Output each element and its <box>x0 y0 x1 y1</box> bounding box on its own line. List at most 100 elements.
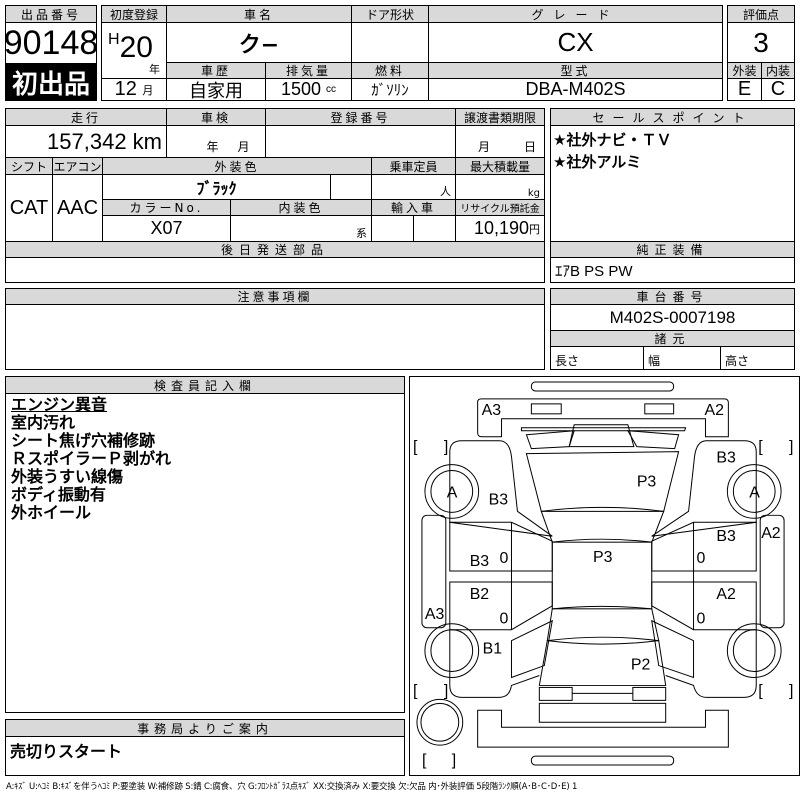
cc-unit: cc <box>326 84 337 95</box>
year-unit: 年 <box>206 140 219 154</box>
load-label: 最大積載量 <box>455 157 545 175</box>
grade: CX <box>428 22 723 63</box>
grade-label: グレード <box>428 5 723 23</box>
mileage-label: 走行 <box>5 108 167 126</box>
office-label: 事務局よりご案内 <box>5 719 405 737</box>
svg-text:[: [ <box>413 682 418 699</box>
height-label: 高さ <box>720 346 795 370</box>
equipment-label: 純正装備 <box>550 241 795 258</box>
sales-label: セールスポイント <box>550 108 795 126</box>
score-label: 評価点 <box>727 5 795 23</box>
later-parts-value <box>5 257 545 283</box>
svg-text:]: ] <box>789 682 793 699</box>
inspection-label: 車検 <box>166 108 266 126</box>
svg-text:[: [ <box>758 682 763 699</box>
spec-label: 諸元 <box>550 330 795 347</box>
capacity-label: 乗車定員 <box>371 157 456 175</box>
damage-mark: 0 <box>500 611 509 628</box>
reg-era: H <box>108 31 120 48</box>
damage-mark: P3 <box>593 549 613 566</box>
inspector-line: ＲスポイラーＰ剥がれ <box>11 449 172 468</box>
ext-score: E <box>727 78 762 101</box>
import-value-1 <box>371 215 414 242</box>
damage-mark: B1 <box>483 641 503 658</box>
damage-mark: 0 <box>500 550 509 567</box>
year-unit: 年 <box>149 64 160 76</box>
chassis-label: 車台番号 <box>550 288 795 305</box>
car-outline-diagram: [][] [][] [] A3 A2 B3 A A B3 P3 P3 B3 B3… <box>413 381 793 769</box>
color-no: X07 <box>102 215 231 242</box>
notes-value <box>5 304 545 370</box>
load: kg <box>455 174 545 200</box>
day-unit: 日 <box>523 140 536 154</box>
notes-label: 注意事項欄 <box>5 288 545 305</box>
recycle-label: リサイクル預託金 <box>455 199 545 216</box>
plate-label: 登録番号 <box>265 108 456 126</box>
chassis-number: M402S-0007198 <box>550 304 795 331</box>
damage-mark: B3 <box>716 450 736 467</box>
inspector-line: エンジン異音 <box>11 395 108 414</box>
inspector-line: ボディ振動有 <box>11 485 106 504</box>
sales-points: ★社外ナビ・ＴＶ ★社外アルミ <box>550 125 795 242</box>
model: DBA-M402S <box>428 78 723 101</box>
damage-mark: B3 <box>470 553 490 570</box>
inspector-line: 外装うすい線傷 <box>11 467 124 486</box>
legend: A:ｷｽﾞ U:ﾍｺﾐ B:ｷｽﾞを伴うﾍｺﾐ P:要塗装 W:補修跡 S:錆 … <box>6 782 578 792</box>
shift-label: シフト <box>5 157 53 175</box>
transfer-date: 月日 <box>455 125 545 158</box>
history-label: 車歴 <box>166 62 266 79</box>
damage-mark: 0 <box>697 611 706 628</box>
ext-color-extra <box>330 174 372 200</box>
int-color: 系 <box>230 215 372 242</box>
score: 3 <box>727 22 795 63</box>
inspector-line: シート焦げ穴補修跡 <box>11 431 156 450</box>
svg-text:[: [ <box>422 752 427 769</box>
first-listing-badge: 初出品 <box>5 63 97 101</box>
int-color-label: 内装色 <box>230 199 372 216</box>
fuel: ｶﾞｿﾘﾝ <box>351 78 429 101</box>
inspector-notes: エンジン異音 室内汚れ シート焦げ穴補修跡 ＲスポイラーＰ剥がれ 外装うすい線傷… <box>5 393 405 713</box>
later-parts-label: 後日発送部品 <box>5 241 545 258</box>
reg-year-value: 20 <box>119 31 153 64</box>
import-label: 輸入車 <box>371 199 456 216</box>
car-name-label: 車名 <box>166 5 352 23</box>
mileage: 157,342 km <box>5 125 167 158</box>
reg-month: 12 月 <box>101 78 167 101</box>
ext-score-label: 外装 <box>727 62 762 79</box>
office-message: 売切りスタート <box>5 736 405 776</box>
ext-color: ﾌﾞﾗｯｸ <box>102 174 331 200</box>
int-score: C <box>761 78 795 101</box>
ext-color-label: 外装色 <box>102 157 372 175</box>
displacement-label: 排気量 <box>265 62 352 79</box>
damage-mark: B2 <box>470 586 490 603</box>
damage-mark: B3 <box>489 491 509 508</box>
svg-text:]: ] <box>789 439 793 456</box>
lot-number: 90148 <box>5 22 97 64</box>
model-label: 型式 <box>428 62 723 79</box>
color-no-label: カラーNo. <box>102 199 231 216</box>
fuel-label: 燃料 <box>351 62 429 79</box>
history: 自家用 <box>166 78 266 101</box>
displacement-value: 1500 <box>280 79 322 99</box>
svg-text:[: [ <box>413 439 418 456</box>
damage-mark: A <box>749 484 760 501</box>
reg-month-value: 12 <box>114 78 137 100</box>
svg-text:]: ] <box>452 752 456 769</box>
inspector-label: 検査員記入欄 <box>5 376 405 394</box>
sales-point: ★社外アルミ <box>553 153 642 171</box>
import-value-2 <box>413 215 456 242</box>
damage-diagram: [][] [][] [] A3 A2 B3 A A B3 P3 P3 B3 B3… <box>409 376 800 776</box>
damage-mark: P2 <box>631 657 651 674</box>
damage-mark: A3 <box>482 402 502 419</box>
displacement: 1500 cc <box>265 78 352 101</box>
ac-label: エアコン <box>52 157 103 175</box>
transfer-label: 譲渡書類期限 <box>455 108 545 126</box>
inspection-date: 年月 <box>166 125 266 158</box>
reg-label: 初度登録 <box>101 5 167 23</box>
damage-mark: A2 <box>716 586 736 603</box>
damage-mark: B3 <box>716 528 736 545</box>
lot-label: 出品番号 <box>5 5 97 23</box>
capacity: 人 <box>371 174 456 200</box>
